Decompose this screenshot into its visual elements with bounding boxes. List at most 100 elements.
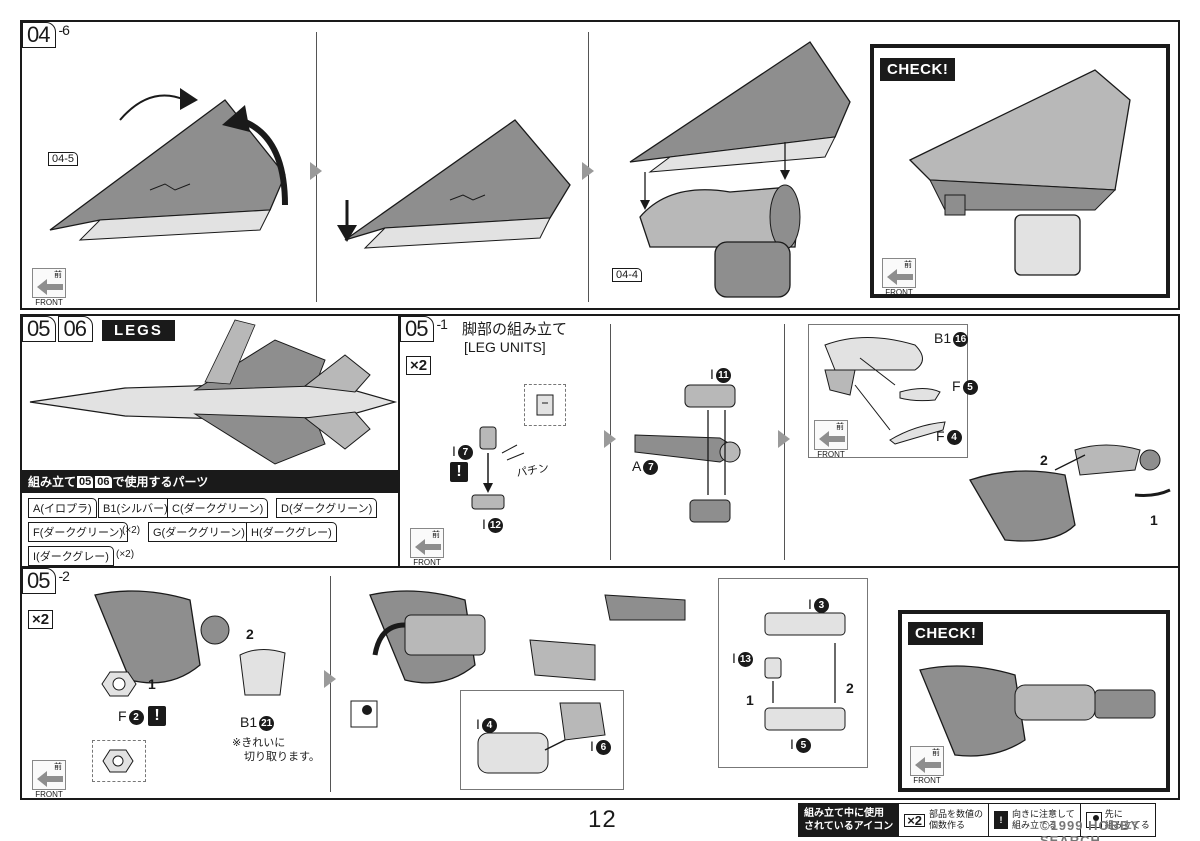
aircraft-top-view-drawing: [29, 319, 398, 465]
cut-note-line1: ※きれいに: [232, 737, 286, 749]
next-step-arrow: [310, 162, 322, 180]
arrow-left-icon: [415, 539, 441, 555]
arrow-left-icon: [887, 269, 913, 285]
order-marker-1: 1: [746, 692, 754, 708]
wing-part-drawing: [337, 119, 571, 249]
front-direction-icon: 前 FRONT: [882, 258, 916, 297]
front-direction-icon: 前 FRONT: [32, 268, 66, 307]
wing-engine-assembly-drawing: [629, 41, 851, 298]
part-list-item: C(ダークグリーン): [167, 498, 269, 518]
parts-used-bar: 組み立て 05 06 で使用するパーツ: [22, 470, 398, 493]
first-assemble-icon: [1085, 812, 1102, 828]
arrow-left-icon: [37, 771, 63, 787]
step-number: 05: [22, 316, 57, 342]
part-list-item: A(イロプラ): [28, 498, 97, 518]
step-sub-number: -6: [58, 22, 69, 38]
arrow-left-icon: [819, 431, 845, 447]
caution-icon: !: [994, 811, 1009, 829]
section-title: LEGS: [102, 320, 175, 341]
caution-icon: !: [148, 706, 166, 726]
next-step-arrow: [778, 430, 790, 448]
sub-assembly-box: [718, 578, 868, 768]
arrow-left-icon: [915, 757, 941, 773]
multiplier-badge: ×2: [406, 356, 432, 375]
step-05-1-tag: 05 -1: [400, 316, 448, 342]
leg-unit-drawing: [969, 444, 1171, 542]
detail-callout-box: [524, 384, 566, 426]
bushing-detail-icon: [102, 749, 134, 773]
step-number: 06: [58, 316, 93, 342]
order-marker-2: 2: [246, 626, 254, 642]
bushing-drawing: [101, 671, 137, 697]
order-marker-1: 1: [1150, 512, 1158, 528]
next-step-arrow: [324, 670, 336, 688]
order-marker-1: 1: [148, 676, 156, 692]
leg-knee-assembly-drawing: [369, 590, 686, 684]
order-marker-2: 2: [846, 680, 854, 696]
ref-label-04-4: 04-4: [612, 268, 643, 282]
step-title-en: [LEG UNITS]: [464, 339, 546, 355]
step-04-6-tag: 04 -6: [22, 22, 70, 48]
part-list-item: D(ダークグリーン): [276, 498, 378, 518]
part-list-item: B1(シルバー): [98, 498, 173, 518]
step-number: 04: [22, 22, 57, 48]
legend-title: 組み立て中に使用されているアイコン: [798, 803, 900, 837]
step-title-jp: 脚部の組み立て: [462, 321, 568, 338]
front-direction-icon: 前 FRONT: [910, 746, 944, 785]
leg-frame-drawing: [634, 384, 741, 523]
knee-joint-parts-drawing: [764, 612, 846, 731]
leg-joint-drawing: [471, 426, 525, 510]
part-list-item: H(ダークグレー): [246, 522, 337, 542]
watermark: ©1999 HOBBY SEARCH: [1040, 818, 1140, 841]
part-multiplier: (×2): [122, 525, 141, 536]
front-direction-icon: 前 FRONT: [32, 760, 66, 799]
part-list-item: I(ダークグレー): [28, 546, 114, 566]
front-direction-icon: 前 FRONT: [814, 420, 848, 459]
part-multiplier: (×2): [116, 549, 135, 560]
check-label: CHECK!: [880, 58, 956, 81]
ref-label-04-5: 04-5: [48, 152, 79, 166]
legend-first-assemble: 先に組み立てる: [1080, 803, 1156, 837]
arrow-left-icon: [37, 279, 63, 295]
front-direction-icon: 前 FRONT: [410, 528, 444, 567]
leg-assembled-drawing: [919, 665, 1156, 757]
peg-detail-icon: [536, 394, 554, 416]
page-number: 12: [588, 806, 617, 833]
step-number: 05: [22, 568, 57, 594]
step-sub-number: -1: [436, 316, 447, 332]
legend-caution: !向きに注意して組み立てる: [989, 803, 1081, 837]
wing-assembled-drawing: [908, 69, 1131, 276]
leg-cover-parts-drawing: [824, 337, 946, 445]
caution-icon: !: [450, 462, 468, 482]
multiplier-badge: ×2: [28, 610, 54, 629]
wing-part-drawing: [49, 88, 288, 241]
thigh-parts-drawing: [477, 702, 606, 774]
part-list-item: G(ダークグリーン): [148, 522, 250, 542]
step-05-2-tag: 05 -2: [22, 568, 70, 594]
cut-note-line2: 切り取ります。: [244, 751, 320, 763]
next-step-arrow: [604, 430, 616, 448]
detail-callout-box: [92, 740, 146, 782]
step-number: 05: [400, 316, 435, 342]
part-list-item: F(ダークグリーン): [28, 522, 129, 542]
first-assemble-icon: [350, 700, 378, 728]
check-label: CHECK!: [908, 622, 984, 645]
order-marker-2: 2: [1040, 452, 1048, 468]
step-05-06-tag: 05 06: [22, 316, 93, 342]
